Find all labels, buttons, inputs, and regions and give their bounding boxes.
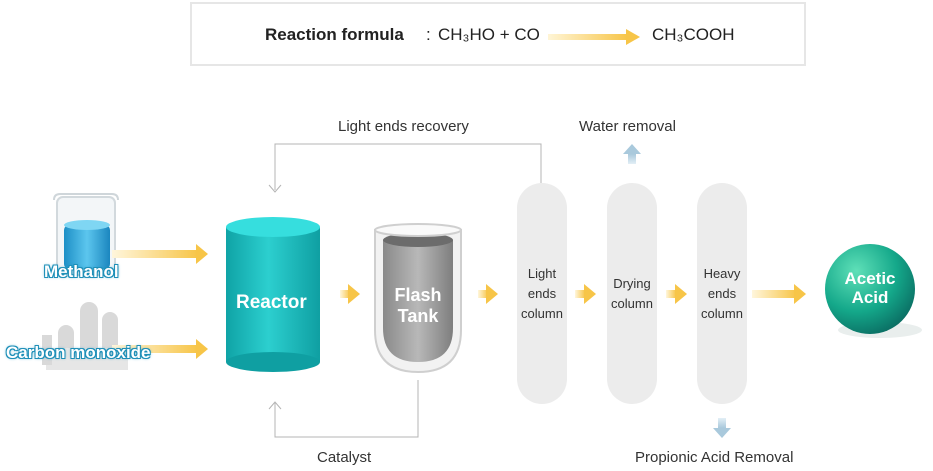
acetic-acid-label-line-1: Acetic <box>844 269 896 288</box>
catalyst-label: Catalyst <box>317 449 372 466</box>
heavy-ends-column-label-line-1: Heavy <box>703 266 741 281</box>
drying-column-label-line-2: column <box>611 296 653 311</box>
light-ends-recovery-line <box>268 143 542 193</box>
light-ends-recovery-label: Light ends recovery <box>338 118 469 135</box>
light-ends-column-label: Light ends column <box>512 264 572 324</box>
formula-arrow-icon <box>548 29 640 45</box>
methanol-label: Methanol <box>44 262 119 281</box>
flash-tank-label: Flash Tank <box>378 285 458 327</box>
heavy-ends-column-label-line-3: column <box>701 306 743 321</box>
reactor-label: Reactor <box>236 292 307 313</box>
acetic-acid-product-icon <box>825 244 922 338</box>
carbon-monoxide-feed-arrow-icon <box>112 339 208 359</box>
water-removal-arrow-icon <box>623 144 641 164</box>
drying-to-heavy-ends-arrow-icon <box>666 284 687 304</box>
light-ends-to-drying-arrow-icon <box>575 284 596 304</box>
drying-column-label: Drying column <box>602 274 662 314</box>
water-removal-label: Water removal <box>579 118 676 135</box>
drying-column-label-line-1: Drying <box>613 276 651 291</box>
reactor-to-flash-arrow-icon <box>340 284 360 304</box>
propionic-acid-removal-arrow-icon <box>713 418 731 438</box>
flash-tank-vessel-icon <box>374 223 462 374</box>
heavy-ends-column-label-line-2: ends <box>707 286 737 301</box>
methanol-feed-arrow-icon <box>112 244 208 264</box>
formula-reactants: CH₃HO + CO <box>438 25 540 44</box>
light-ends-column-label-line-1: Light <box>527 266 557 281</box>
heavy-ends-to-product-arrow-icon <box>752 284 806 304</box>
heavy-ends-column-label: Heavy ends column <box>692 264 752 324</box>
light-ends-column-shape <box>517 183 567 404</box>
flash-tank-label-line-1: Flash <box>394 285 442 305</box>
flash-tank-label-line-2: Tank <box>397 306 439 326</box>
methanol-beaker-icon <box>53 193 119 276</box>
flash-to-light-ends-arrow-icon <box>478 284 498 304</box>
light-ends-column-label-line-3: column <box>521 306 563 321</box>
heavy-ends-column-shape <box>697 183 747 404</box>
acetic-acid-label-line-2: Acid <box>851 288 889 307</box>
formula-colon: : <box>426 25 431 44</box>
carbon-monoxide-label: Carbon monoxide <box>6 343 151 362</box>
reaction-formula-box: Reaction formula : CH₃HO + CO CH₃COOH <box>190 2 806 66</box>
reactor-vessel-icon <box>226 217 320 372</box>
formula-title: Reaction formula <box>265 25 404 44</box>
propionic-acid-removal-label: Propionic Acid Removal <box>635 449 794 466</box>
drying-column-shape <box>607 183 657 404</box>
formula-product: CH₃COOH <box>652 25 735 44</box>
acetic-acid-label: Acetic Acid <box>830 269 910 307</box>
catalyst-recycle-line <box>268 380 419 438</box>
light-ends-column-label-line-2: ends <box>527 286 557 301</box>
